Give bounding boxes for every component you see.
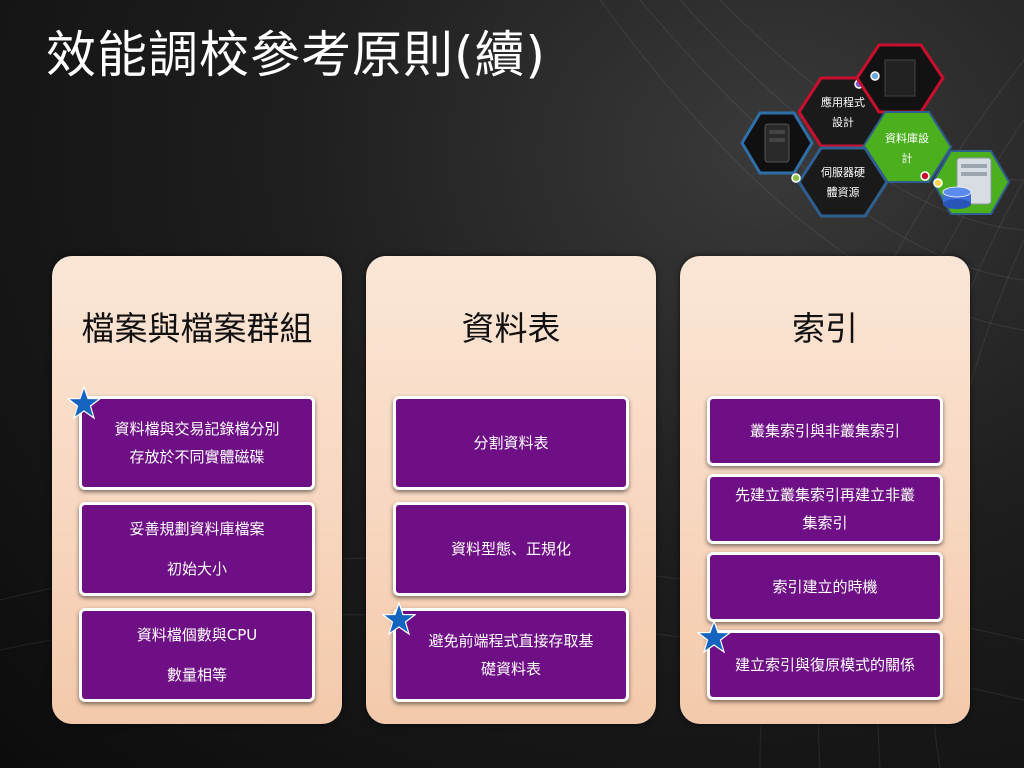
- app-design-label-2: 設計: [832, 115, 854, 129]
- card-file-count-cpu[interactable]: 資料檔個數與CPU 數量相等: [79, 608, 315, 702]
- column-heading: 索引: [792, 309, 858, 348]
- server-hardware-label-2: 體資源: [827, 185, 860, 199]
- database-design-label-1: 資料庫設: [885, 131, 929, 145]
- card-partition-table[interactable]: 分割資料表: [393, 396, 629, 490]
- card-line: 初始大小: [166, 560, 227, 578]
- database-design-label-2: 計: [902, 151, 913, 165]
- card-data-types[interactable]: 資料型態、正規化: [393, 502, 629, 596]
- column-tables: 資料表 分割資料表 資料型態、正規化 避免前端程式直接存取基 礎資料表: [366, 256, 656, 724]
- card-line: 分割資料表: [473, 434, 549, 452]
- card-line: 資料檔個數與CPU: [136, 626, 258, 644]
- card-line: 礎資料表: [480, 660, 541, 678]
- database-server-icon: [931, 150, 1011, 215]
- server-rack-icon: [740, 111, 814, 175]
- database-design-hex: 資料庫設 計: [861, 111, 953, 183]
- dot-icon: [920, 171, 930, 181]
- card-line: 數量相等: [166, 666, 227, 684]
- card-avoid-direct-access[interactable]: 避免前端程式直接存取基 礎資料表: [393, 608, 629, 702]
- dot-icon: [870, 71, 880, 81]
- card-line: 先建立叢集索引再建立非叢: [734, 486, 915, 504]
- star-icon: [697, 620, 731, 654]
- dot-icon: [933, 178, 943, 188]
- card-create-order[interactable]: 先建立叢集索引再建立非叢 集索引: [707, 474, 943, 544]
- card-initial-size[interactable]: 妥善規劃資料庫檔案 初始大小: [79, 502, 315, 596]
- card-line: 存放於不同實體磁碟: [129, 448, 265, 466]
- card-line: 建立索引與復原模式的關係: [734, 656, 915, 674]
- card-line: 避免前端程式直接存取基: [428, 632, 594, 650]
- card-line: 資料檔與交易記錄檔分別: [114, 420, 280, 438]
- server-hardware-hex: 伺服器硬 體資源: [791, 146, 889, 218]
- card-recovery-model[interactable]: 建立索引與復原模式的關係: [707, 630, 943, 700]
- window-hex: [855, 43, 945, 114]
- star-icon: [382, 602, 416, 636]
- column-heading: 資料表: [461, 309, 561, 348]
- card-separate-disks[interactable]: 資料檔與交易記錄檔分別 存放於不同實體磁碟: [79, 396, 315, 490]
- column-indexes: 索引 叢集索引與非叢集索引 先建立叢集索引再建立非叢 集索引 索引建立的時機 建…: [680, 256, 970, 724]
- slide-title: 效能調校參考原則(續): [46, 26, 547, 84]
- card-line: 資料型態、正規化: [450, 540, 571, 558]
- app-design-label-1: 應用程式: [821, 95, 865, 109]
- star-icon: [67, 386, 101, 420]
- column-heading: 檔案與檔案群組: [81, 309, 313, 348]
- hexagon-diagram: 應用程式 設計 資料庫設 計 伺服器硬 體資源: [740, 43, 1011, 218]
- card-line: 索引建立的時機: [772, 578, 878, 596]
- column-files-filegroups: 檔案與檔案群組 資料檔與交易記錄檔分別 存放於不同實體磁碟 妥善規劃資料庫檔案 …: [52, 256, 342, 724]
- card-line: 妥善規劃資料庫檔案: [129, 520, 265, 538]
- server-hardware-label-1: 伺服器硬: [821, 166, 865, 179]
- card-line: 集索引: [802, 514, 848, 532]
- card-clustered-nonclustered[interactable]: 叢集索引與非叢集索引: [707, 396, 943, 466]
- dot-icon: [791, 173, 801, 183]
- card-line: 叢集索引與非叢集索引: [749, 422, 900, 440]
- card-index-timing[interactable]: 索引建立的時機: [707, 552, 943, 622]
